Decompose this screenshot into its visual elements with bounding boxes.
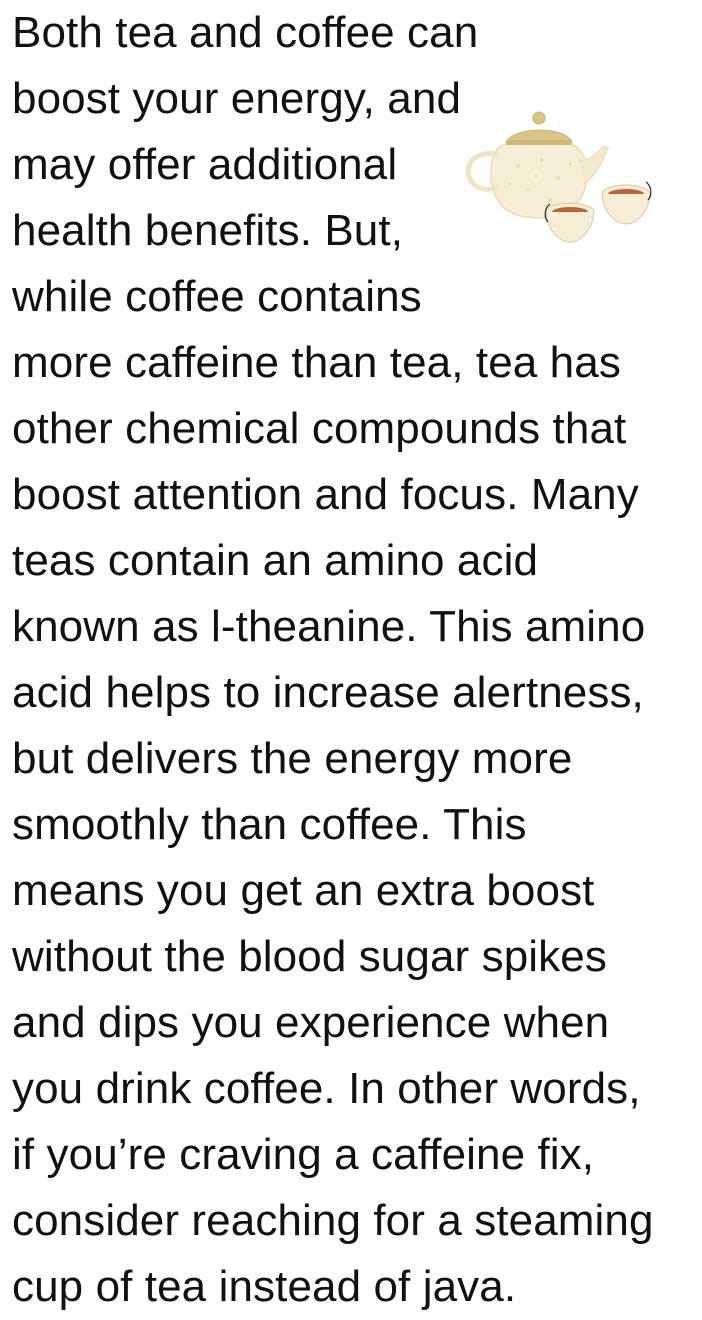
teapot-handle (465, 151, 499, 192)
teapot-speckles (508, 158, 572, 202)
text-line-1: Both tea and coffee can (12, 8, 479, 57)
text-line-9: teas contain an amino acid (12, 536, 539, 585)
teapot-and-cups-icon (465, 111, 652, 243)
text-line-14: means you get an extra boost (12, 866, 595, 915)
text-line-19: consider reaching for a steaming (12, 1196, 654, 1245)
text-line-10: known as l-theanine. This amino (12, 602, 646, 651)
text-line-5: while coffee contains (12, 272, 422, 321)
text-line-13: smoothly than coffee. This (12, 800, 527, 849)
text-line-16: and dips you experience when (12, 998, 610, 1047)
text-line-17: you drink coffee. In other words, (12, 1064, 641, 1113)
cup-left-body (545, 211, 595, 243)
text-line-12: but delivers the energy more (12, 734, 573, 783)
teapot-knob (532, 111, 546, 125)
cup-left-handle (544, 203, 551, 223)
teapot-lid-rim (506, 140, 572, 145)
text-line-6: more caffeine than tea, tea has (12, 338, 621, 387)
text-line-11: acid helps to increase alertness, (12, 668, 644, 717)
article-body: Both tea and coffee can boost your energ… (12, 0, 702, 1311)
text-line-2: boost your energy, and (12, 74, 462, 123)
teapot-spout (577, 145, 609, 185)
text-line-15: without the blood sugar spikes (12, 932, 607, 981)
text-line-20: cup of tea instead of java. (12, 1262, 517, 1311)
text-line-4: health benefits. But, (12, 206, 404, 255)
text-line-3: may offer additional (12, 140, 398, 189)
cup-right-body (601, 193, 651, 225)
cup-right-handle (645, 181, 652, 201)
text-line-7: other chemical compounds that (12, 404, 627, 453)
text-line-18: if you’re craving a caffeine fix, (12, 1130, 595, 1179)
text-line-8: boost attention and focus. Many (12, 470, 639, 519)
